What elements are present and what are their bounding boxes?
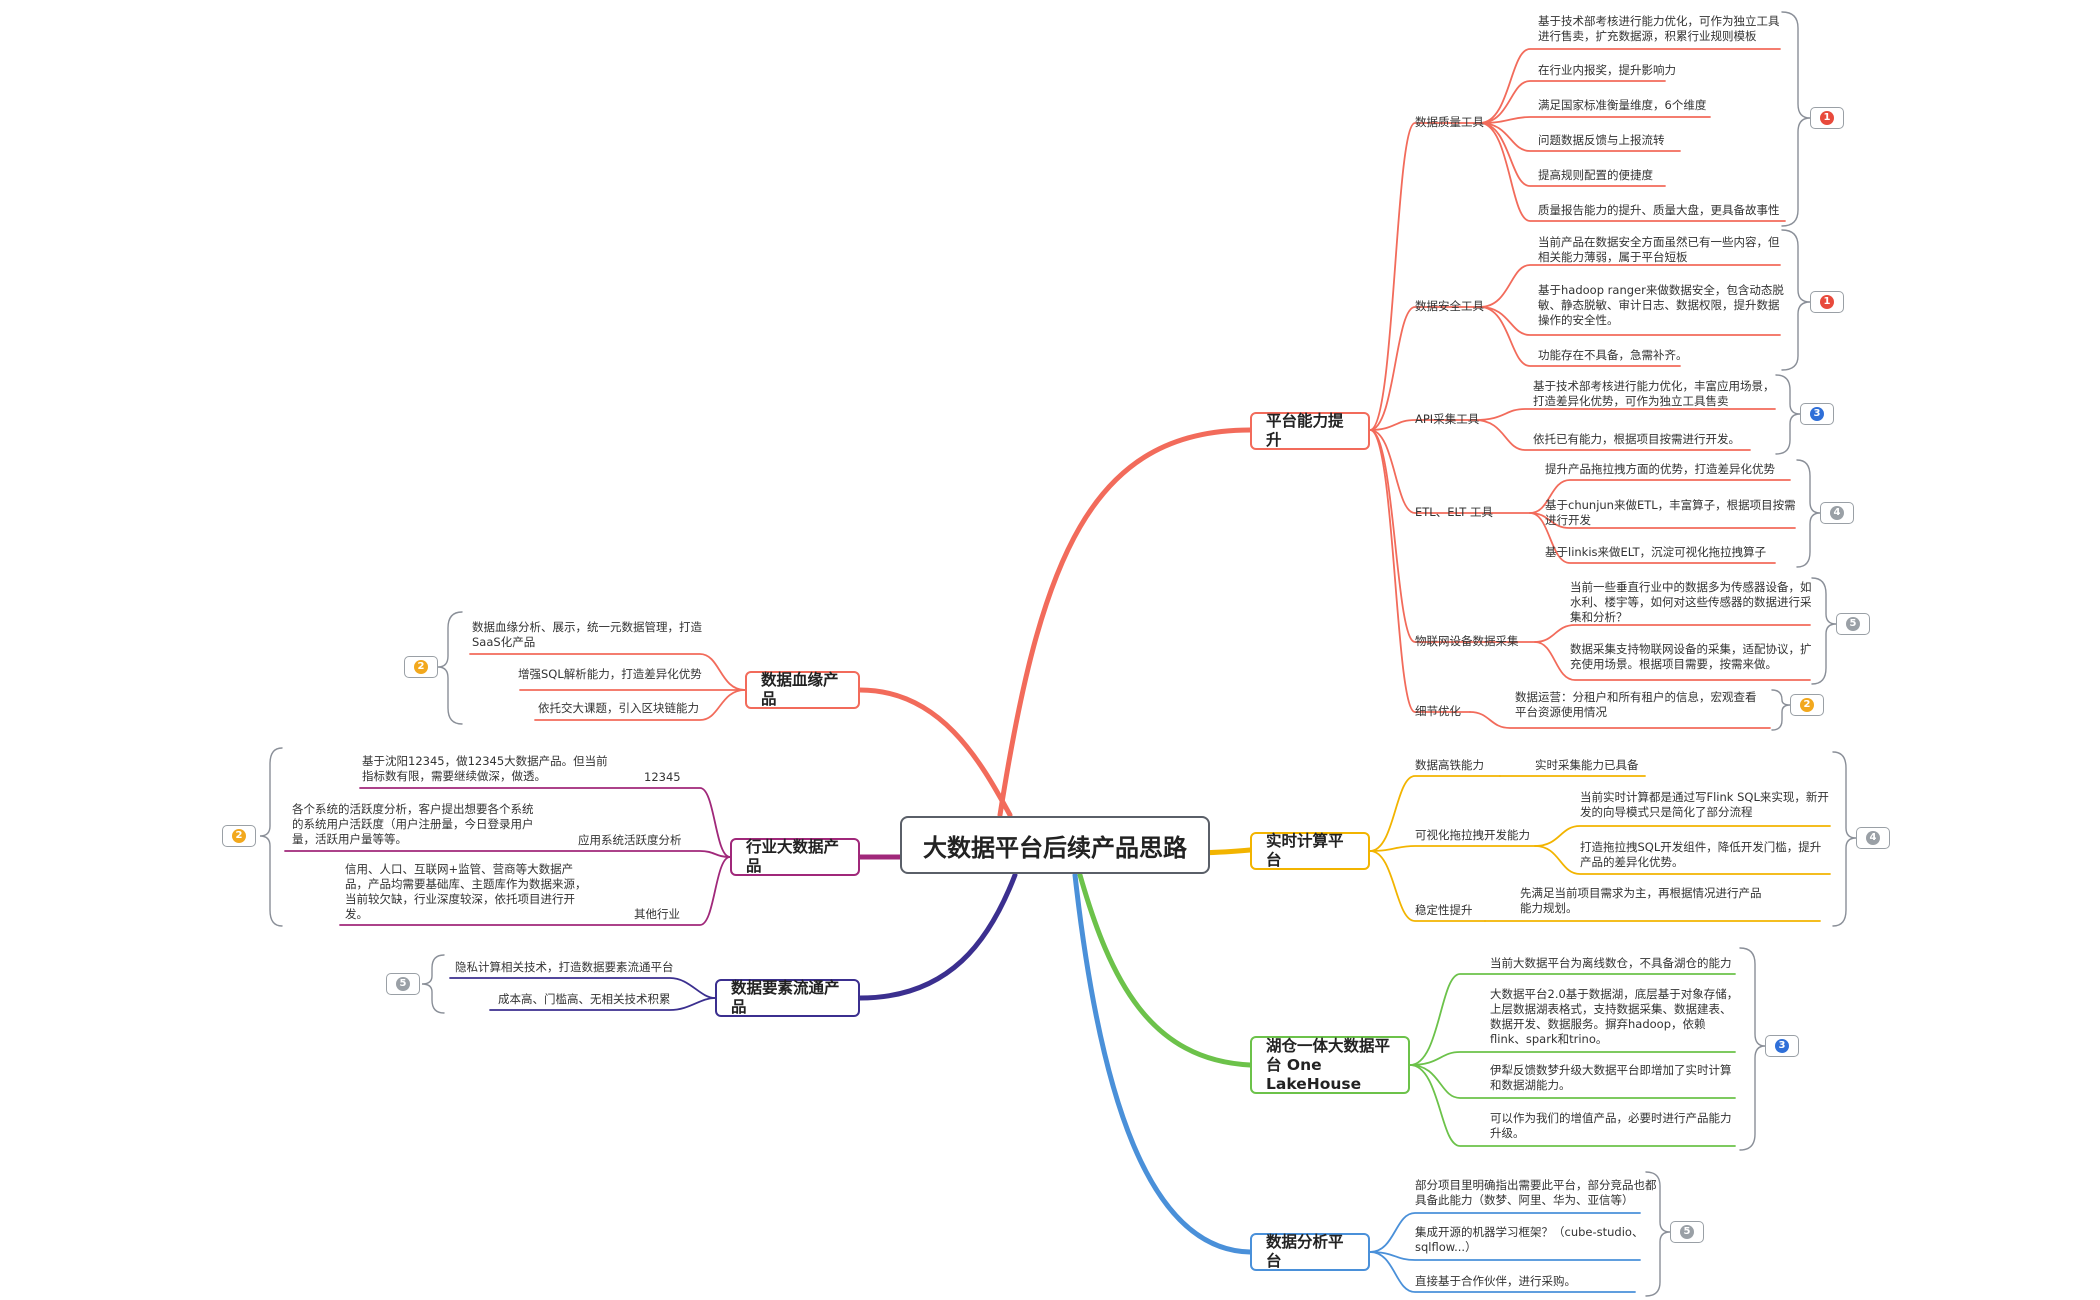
priority-5-icon: 5 [396,977,410,991]
topic-data-element[interactable]: 数据要素流通产品 [715,979,860,1017]
group-data-quality-tool[interactable]: 数据质量工具 [1415,115,1484,129]
topic-realtime-computing[interactable]: 实时计算平台 [1250,832,1370,870]
etl-item[interactable]: 提升产品拖拉拽方面的优势，打造差异化优势 [1545,462,1775,476]
group-stability[interactable]: 稳定性提升 [1415,903,1473,917]
priority-1-icon: 1 [1820,295,1834,309]
group-data-security-tool[interactable]: 数据安全工具 [1415,299,1484,313]
lineage-item[interactable]: 依托交大课题，引入区块链能力 [538,701,699,715]
realtime-item[interactable]: 打造拖拉拽SQL开发组件，降低开发门槛，提升 产品的差异化优势。 [1580,840,1822,869]
priority-2-icon: 2 [1800,698,1814,712]
realtime-item[interactable]: 先满足当前项目需求为主，再根据情况进行产品 能力规划。 [1520,886,1762,915]
root-topic[interactable]: 大数据平台后续产品思路 [900,816,1210,874]
summary-badge[interactable]: 3 [1800,403,1834,425]
industry-item[interactable]: 信用、人口、互联网+监管、营商等大数据产 品，产品均需要基础库、主题库作为数据来… [345,862,587,921]
lakehouse-item[interactable]: 伊犁反馈数梦升级大数据平台即增加了实时计算 和数据湖能力。 [1490,1063,1732,1092]
etl-item[interactable]: 基于linkis来做ELT，沉淀可视化拖拉拽算子 [1545,545,1767,559]
element-item[interactable]: 隐私计算相关技术，打造数据要素流通平台 [455,960,674,974]
security-item[interactable]: 基于hadoop ranger来做数据安全，包含动态脱 敏、静态脱敏、审计日志、… [1538,283,1784,327]
iot-item[interactable]: 数据采集支持物联网设备的采集，适配协议，扩 充使用场景。根据项目需要，按需来做。 [1570,642,1812,671]
api-item[interactable]: 依托已有能力，根据项目按需进行开发。 [1533,432,1740,446]
topic-data-analysis[interactable]: 数据分析平台 [1250,1233,1370,1271]
summary-badge[interactable]: 2 [404,656,438,678]
summary-badge[interactable]: 5 [1670,1221,1704,1243]
summary-badge[interactable]: 1 [1810,107,1844,129]
api-item[interactable]: 基于技术部考核进行能力优化，丰富应用场景， 打造差异化优势，可作为独立工具售卖 [1533,379,1775,408]
analysis-item[interactable]: 部分项目里明确指出需要此平台，部分竞品也都 具备此能力（数梦、阿里、华为、亚信等… [1415,1178,1657,1207]
group-etl-elt-tool[interactable]: ETL、ELT 工具 [1415,505,1493,519]
lineage-item[interactable]: 数据血缘分析、展示，统一元数据管理，打造 SaaS化产品 [472,620,702,649]
summary-badge[interactable]: 4 [1856,827,1890,849]
group-api-collection-tool[interactable]: API采集工具 [1415,412,1480,426]
priority-4-icon: 4 [1830,506,1844,520]
lakehouse-item[interactable]: 大数据平台2.0基于数据湖，底层基于对象存储， 上层数据湖表格式，支持数据采集、… [1490,987,1739,1046]
etl-item[interactable]: 基于chunjun来做ETL，丰富算子，根据项目按需 进行开发 [1545,498,1796,527]
analysis-item[interactable]: 直接基于合作伙伴，进行采购。 [1415,1274,1576,1288]
priority-2-icon: 2 [414,660,428,674]
summary-badge[interactable]: 4 [1820,502,1854,524]
element-item[interactable]: 成本高、门槛高、无相关技术积累 [498,992,671,1006]
iot-item[interactable]: 当前一些垂直行业中的数据多为传感器设备，如 水利、楼宇等，如何对这些传感器的数据… [1570,580,1812,624]
group-activity-analysis[interactable]: 应用系统活跃度分析 [578,833,682,847]
group-detail-optimization[interactable]: 细节优化 [1415,704,1461,718]
quality-item[interactable]: 基于技术部考核进行能力优化，可作为独立工具 进行售卖，扩充数据源，积累行业规则模… [1538,14,1780,43]
group-iot-collection[interactable]: 物联网设备数据采集 [1415,634,1519,648]
summary-badge[interactable]: 5 [1836,613,1870,635]
quality-item[interactable]: 满足国家标准衡量维度，6个维度 [1538,98,1707,112]
summary-badge[interactable]: 2 [222,825,256,847]
quality-item[interactable]: 提高规则配置的便捷度 [1538,168,1653,182]
priority-3-icon: 3 [1775,1039,1789,1053]
lineage-item[interactable]: 增强SQL解析能力，打造差异化优势 [518,667,702,681]
quality-item[interactable]: 问题数据反馈与上报流转 [1538,133,1665,147]
summary-badge[interactable]: 5 [386,973,420,995]
group-other-industry[interactable]: 其他行业 [634,907,680,921]
quality-item[interactable]: 质量报告能力的提升、质量大盘，更具备故事性 [1538,203,1780,217]
lakehouse-item[interactable]: 可以作为我们的增值产品，必要时进行产品能力 升级。 [1490,1111,1732,1140]
topic-lakehouse[interactable]: 湖仓一体大数据平台 One LakeHouse [1250,1036,1410,1094]
realtime-item[interactable]: 当前实时计算都是通过写Flink SQL来实现，新开 发的向导模式只是简化了部分… [1580,790,1829,819]
security-item[interactable]: 当前产品在数据安全方面虽然已有一些内容，但 相关能力薄弱，属于平台短板 [1538,235,1780,264]
priority-3-icon: 3 [1810,407,1824,421]
priority-5-icon: 5 [1680,1225,1694,1239]
topic-industry-bigdata[interactable]: 行业大数据产品 [730,838,860,876]
analysis-item[interactable]: 集成开源的机器学习框架？（cube-studio、 sqlflow...） [1415,1225,1644,1254]
industry-item[interactable]: 各个系统的活跃度分析，客户提出想要各个系统 的系统用户活跃度（用户注册量，今日登… [292,802,534,846]
group-visual-drag-dev[interactable]: 可视化拖拉拽开发能力 [1415,828,1530,842]
realtime-item[interactable]: 实时采集能力已具备 [1535,758,1639,772]
priority-1-icon: 1 [1820,111,1834,125]
topic-data-lineage[interactable]: 数据血缘产品 [745,671,860,709]
priority-5-icon: 5 [1846,617,1860,631]
summary-badge[interactable]: 3 [1765,1035,1799,1057]
priority-4-icon: 4 [1866,831,1880,845]
group-data-rail[interactable]: 数据高铁能力 [1415,758,1484,772]
industry-item[interactable]: 基于沈阳12345，做12345大数据产品。但当前 指标数有限，需要继续做深，做… [362,754,608,783]
lakehouse-item[interactable]: 当前大数据平台为离线数仓，不具备湖仓的能力 [1490,956,1732,970]
security-item[interactable]: 功能存在不具备，急需补齐。 [1538,348,1688,362]
quality-item[interactable]: 在行业内报奖，提升影响力 [1538,63,1676,77]
summary-badge[interactable]: 2 [1790,694,1824,716]
topic-platform-capability[interactable]: 平台能力提升 [1250,412,1370,450]
priority-2-icon: 2 [232,829,246,843]
detail-item[interactable]: 数据运营：分租户和所有租户的信息，宏观查看 平台资源使用情况 [1515,690,1757,719]
summary-badge[interactable]: 1 [1810,291,1844,313]
group-12345[interactable]: 12345 [644,770,681,784]
